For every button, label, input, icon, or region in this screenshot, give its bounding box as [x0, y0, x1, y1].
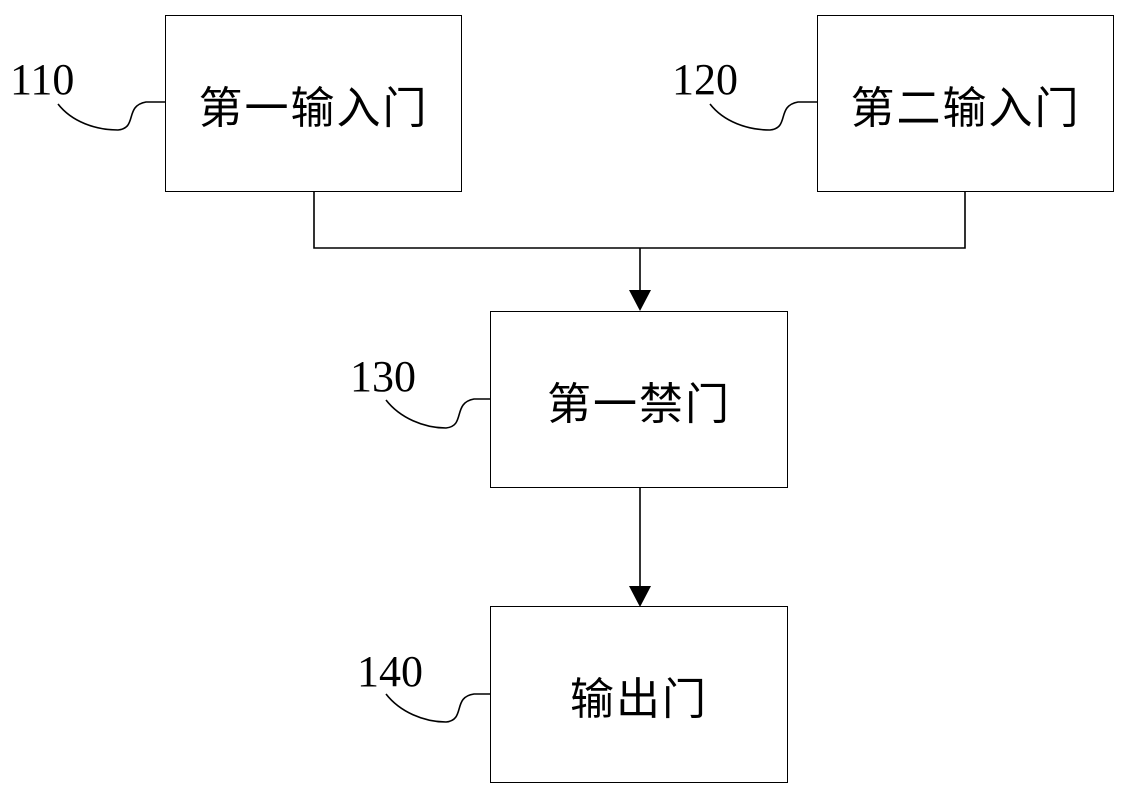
reference-numeral-140: 140 [357, 647, 423, 696]
second-input-gate-label: 第二输入门 [850, 82, 1081, 134]
connector-input2-to-junction [640, 192, 966, 249]
reference-numeral-120: 120 [672, 55, 738, 104]
arrowhead-to-output-gate [629, 586, 651, 607]
output-gate-block: 输出门 [490, 606, 788, 783]
first-inhibit-gate-label: 第一禁门 [547, 378, 731, 430]
leader-line-140 [385, 693, 491, 723]
leader-line-120 [709, 101, 818, 131]
second-input-gate-block: 第二输入门 [817, 15, 1114, 192]
reference-numeral-110: 110 [10, 55, 75, 104]
output-gate-label: 输出门 [570, 673, 708, 725]
leader-line-130 [385, 398, 491, 429]
first-inhibit-gate-block: 第一禁门 [490, 311, 788, 488]
leader-line-110 [57, 101, 166, 131]
first-input-gate-block: 第一输入门 [165, 15, 462, 192]
connector-input1-to-junction [313, 192, 640, 249]
first-input-gate-label: 第一输入门 [198, 82, 429, 134]
arrowhead-to-inhibit-gate [629, 290, 651, 311]
reference-numeral-130: 130 [350, 352, 416, 401]
